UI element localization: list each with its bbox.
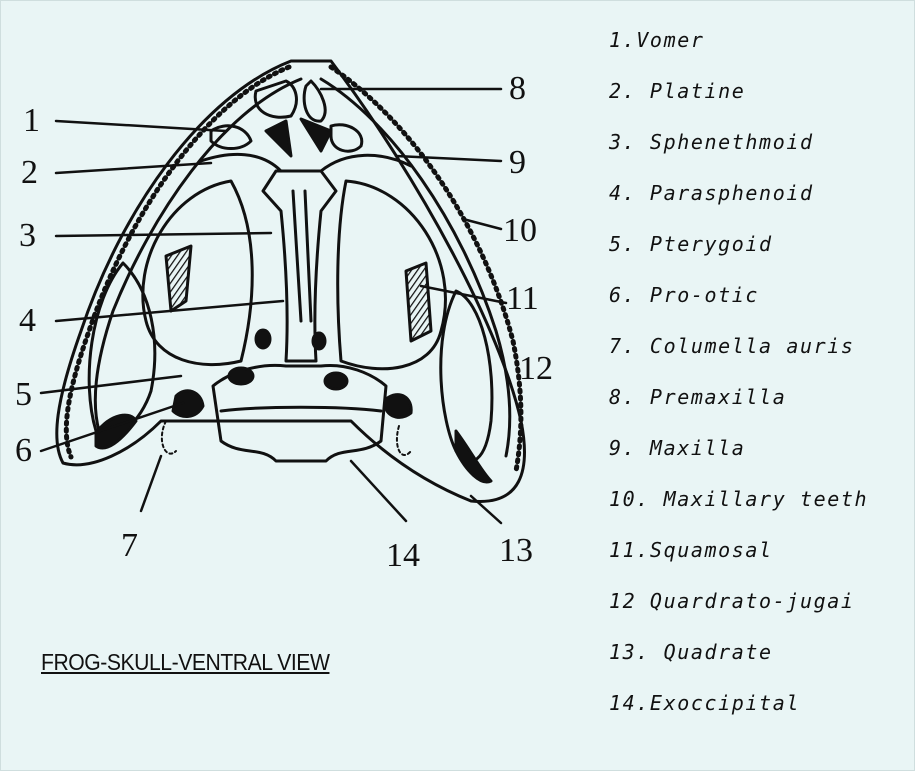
legend-item: 11.Squamosal (609, 533, 868, 584)
callout-9: 9 (509, 144, 526, 181)
callout-4: 4 (19, 302, 36, 339)
leader-2 (56, 163, 211, 173)
legend-item: 2. Platine (609, 74, 868, 125)
legend-item: 4. Parasphenoid (609, 176, 868, 227)
legend-item: 6. Pro-otic (609, 278, 868, 329)
callout-7: 7 (121, 527, 138, 564)
callout-13: 13 (499, 532, 533, 569)
legend-item: 10. Maxillary teeth (609, 482, 868, 533)
callout-2: 2 (21, 154, 38, 191)
leader-5 (41, 376, 181, 393)
legend-item: 14.Exoccipital (609, 686, 868, 737)
parasphenoid (263, 171, 336, 361)
callout-11: 11 (506, 280, 539, 317)
diagram-caption: FROG-SKULL-VENTRAL VIEW (41, 649, 329, 676)
orbit-left (143, 181, 252, 365)
leader-11 (421, 286, 506, 303)
legend-item: 5. Pterygoid (609, 227, 868, 278)
frog-skull-drawing: 1 2 3 4 5 6 7 8 9 10 11 12 13 14 (1, 1, 601, 641)
callout-12: 12 (519, 350, 553, 387)
callout-1: 1 (23, 102, 40, 139)
callout-5: 5 (15, 376, 32, 413)
legend-item: 7. Columella auris (609, 329, 868, 380)
legend-list: 1.Vomer 2. Platine 3. Sphenethmoid 4. Pa… (609, 23, 868, 737)
callout-8: 8 (509, 70, 526, 107)
palatine-left (201, 154, 281, 171)
legend-item: 12 Quardrato-jugai (609, 584, 868, 635)
callout-14: 14 (386, 537, 420, 574)
callout-6: 6 (15, 432, 32, 469)
callout-10: 10 (503, 212, 537, 249)
legend-item: 13. Quadrate (609, 635, 868, 686)
leader-14 (351, 461, 406, 521)
leader-7 (141, 456, 161, 511)
leader-9 (396, 156, 501, 161)
legend-item: 8. Premaxilla (609, 380, 868, 431)
callout-3: 3 (19, 217, 36, 254)
leader-3 (56, 233, 271, 236)
legend-item: 3. Sphenethmoid (609, 125, 868, 176)
legend-item: 1.Vomer (609, 23, 868, 74)
legend-item: 9. Maxilla (609, 431, 868, 482)
